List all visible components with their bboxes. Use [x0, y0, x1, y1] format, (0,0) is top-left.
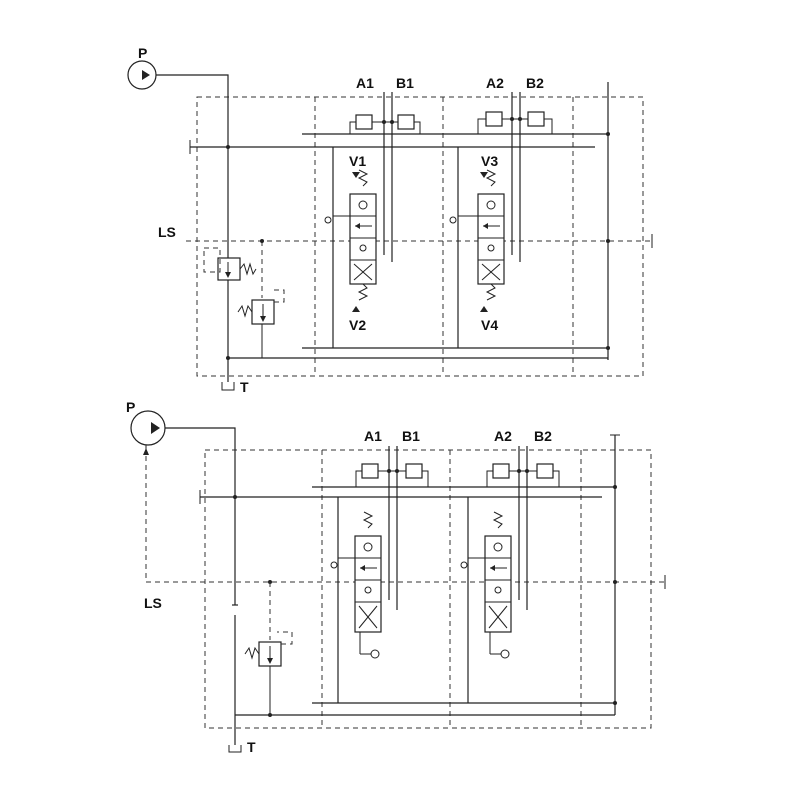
- top-section-2: A2 B2: [449, 75, 553, 348]
- top-port-a1-label: A1: [356, 75, 374, 91]
- top-tank-symbol: [221, 382, 235, 391]
- bottom-port-b2-label: B2: [534, 428, 552, 444]
- top-pressure-compensator: [203, 247, 257, 281]
- top-diagram: P T LS: [127, 45, 653, 395]
- top-valve-v1-label: V1: [349, 153, 366, 169]
- top-port-b1-label: B1: [396, 75, 414, 91]
- bottom-housing-outline: [204, 449, 652, 729]
- top-pump-label: P: [138, 45, 147, 61]
- bottom-port-a2-label: A2: [494, 428, 512, 444]
- bottom-diagram: P T LS: [126, 399, 666, 755]
- top-housing-outline: [196, 96, 644, 377]
- top-valve-v4-label: V4: [481, 317, 498, 333]
- bottom-section-1: A1 B1: [330, 428, 429, 703]
- bottom-pump-label: P: [126, 399, 135, 415]
- bottom-pressure-line: [165, 427, 236, 605]
- top-port-b2-label: B2: [526, 75, 544, 91]
- top-tank-label: T: [240, 379, 249, 395]
- bottom-variable-pump-symbol: [130, 410, 166, 455]
- bottom-relief-valve: [244, 631, 293, 667]
- bottom-tank-label: T: [247, 739, 256, 755]
- bottom-port-b1-label: B1: [402, 428, 420, 444]
- top-pump-symbol: [127, 60, 157, 90]
- top-ls-label: LS: [158, 224, 176, 240]
- bottom-ls-label: LS: [144, 595, 162, 611]
- bottom-tank-symbol: [228, 745, 242, 753]
- top-valve-v2-label: V2: [349, 317, 366, 333]
- top-relief-valve: [237, 289, 285, 325]
- bottom-port-a1-label: A1: [364, 428, 382, 444]
- bottom-section-2: A2 B2: [460, 428, 560, 703]
- top-section-1: A1 B1: [324, 75, 421, 348]
- top-port-a2-label: A2: [486, 75, 504, 91]
- top-valve-v3-label: V3: [481, 153, 498, 169]
